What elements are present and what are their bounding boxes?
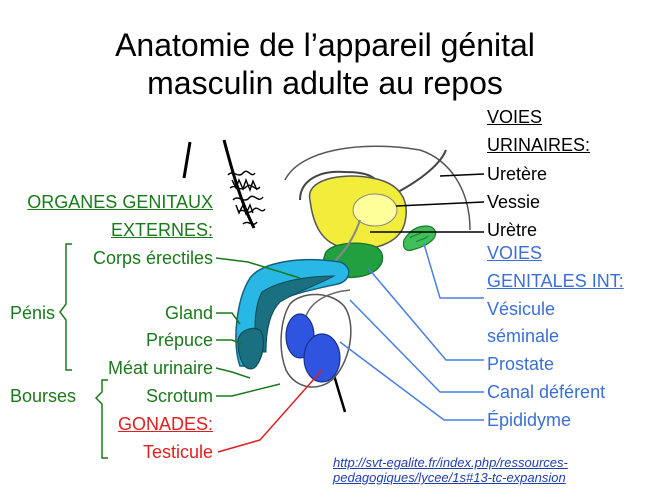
- thigh-outline: [182, 141, 192, 179]
- label-scrotum: Scrotum: [145, 386, 213, 406]
- penis-bracket: [59, 243, 72, 371]
- voies-genitales-heading-1: VOIES: [487, 243, 543, 263]
- gonades-heading: GONADES:: [117, 414, 213, 434]
- pubic-hair: [227, 170, 266, 225]
- bourses-bracket: [94, 379, 108, 459]
- label-canal-deferent: Canal déférent: [487, 382, 606, 402]
- vas-deferens: [305, 289, 351, 317]
- seminal-vesicle: [402, 225, 437, 252]
- genital-leaders: [339, 243, 484, 421]
- label-uretere: Uretère: [487, 164, 548, 184]
- label-bourses: Bourses: [10, 386, 77, 406]
- label-prostate: Prostate: [487, 354, 555, 374]
- testicle: [303, 333, 341, 383]
- pelvis-outline: [284, 145, 471, 231]
- organes-externes-heading-1: ORGANES GENITAUX: [27, 192, 213, 212]
- voies-genitales-heading-2: GENITALES INT:: [487, 271, 624, 291]
- title-line-1: Anatomie de l’appareil génital: [115, 27, 535, 63]
- voies-urinaires-heading-1: VOIES: [487, 107, 543, 127]
- source-link-line-2[interactable]: pedagogiques/lycee/1s#13-tc-expansion: [333, 470, 566, 485]
- label-seminale: séminale: [487, 326, 560, 346]
- voies-urinaires-heading-2: URINAIRES:: [487, 135, 591, 155]
- testicle-leader: [217, 369, 323, 453]
- label-prepuce: Prépuce: [145, 330, 213, 350]
- source-link[interactable]: http://svt-egalite.fr/index.php/ressourc…: [333, 455, 568, 485]
- title-line-2: masculin adulte au repos: [147, 65, 503, 101]
- abdomen-outline: [222, 139, 256, 229]
- label-uretre: Urètre: [487, 220, 538, 240]
- label-vessie: Vessie: [487, 192, 541, 212]
- label-testicule: Testicule: [142, 442, 213, 462]
- ureter-right: [397, 149, 447, 193]
- label-meat-urinaire: Méat urinaire: [107, 358, 213, 378]
- label-penis: Pénis: [10, 303, 56, 323]
- label-gland: Gland: [164, 303, 213, 323]
- label-vesicule: Vésicule: [487, 299, 556, 319]
- bladder-inner: [352, 193, 398, 227]
- external-leaders: [215, 257, 301, 397]
- urinary-leaders: [370, 173, 485, 233]
- organes-externes-heading-2: EXTERNES:: [110, 220, 213, 240]
- label-epididyme: Épididyme: [487, 410, 572, 430]
- source-link-line-1[interactable]: http://svt-egalite.fr/index.php/ressourc…: [333, 455, 568, 470]
- glans: [237, 327, 264, 370]
- label-corps-erectiles: Corps érectiles: [92, 248, 213, 268]
